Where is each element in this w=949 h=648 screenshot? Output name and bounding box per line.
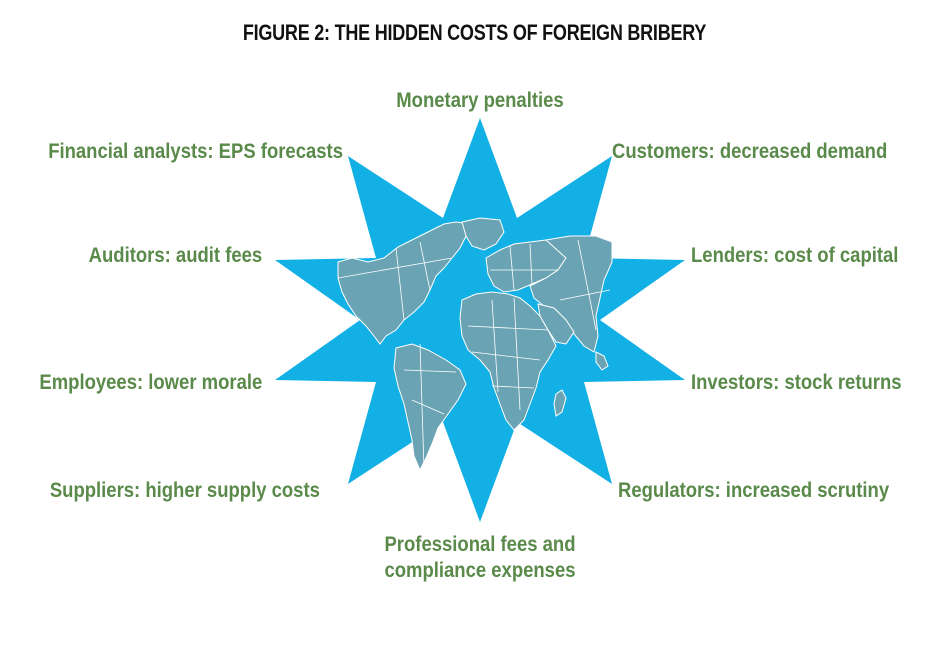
south-america-shape <box>393 343 467 472</box>
label-regulators: Regulators: increased scrutiny <box>618 479 890 502</box>
label-employees: Employees: lower morale <box>39 371 262 394</box>
north-america-shape <box>337 221 473 345</box>
label-investors: Investors: stock returns <box>691 371 902 394</box>
label-monetary-penalties: Monetary penalties <box>396 89 564 112</box>
arabia-shape <box>537 303 575 345</box>
label-professional-fees-line2: compliance expenses <box>384 559 576 582</box>
label-lenders: Lenders: cost of capital <box>691 244 899 267</box>
label-suppliers: Suppliers: higher supply costs <box>49 479 320 502</box>
figure-title: FIGURE 2: THE HIDDEN COSTS OF FOREIGN BR… <box>242 20 707 45</box>
label-financial-analysts: Financial analysts: EPS forecasts <box>48 140 343 163</box>
label-professional-fees-line1: Professional fees and <box>384 533 576 556</box>
asia-shape <box>529 235 613 353</box>
greenland-shape <box>461 217 505 251</box>
madagascar-shape <box>553 389 567 417</box>
islands-shape <box>595 351 609 371</box>
label-customers: Customers: decreased demand <box>612 140 888 163</box>
label-auditors: Auditors: audit fees <box>88 244 262 267</box>
country-borders <box>337 239 611 469</box>
